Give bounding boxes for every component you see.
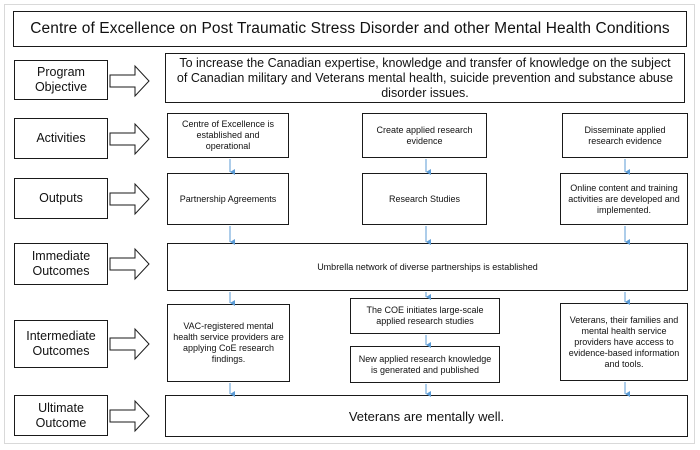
ultimate-outcome-box: Veterans are mentally well. (165, 395, 688, 437)
activity-box: Disseminate applied research evidence (562, 113, 688, 158)
output-box: Online content and training activities a… (560, 173, 688, 225)
row-label-program-objective: Program Objective (14, 60, 108, 100)
row-label-activities: Activities (14, 118, 108, 159)
right-arrow-icon (109, 122, 150, 156)
activity-box: Create applied research evidence (362, 113, 487, 158)
row-label-ultimate-outcome: Ultimate Outcome (14, 395, 108, 436)
right-arrow-icon (109, 327, 150, 361)
row-label-intermediate-outcomes: Intermediate Outcomes (14, 320, 108, 368)
right-arrow-icon (109, 399, 150, 433)
diagram-frame (4, 4, 695, 444)
intermediate-outcome-box: The COE initiates large-scale applied re… (350, 298, 500, 334)
intermediate-outcome-box: VAC-registered mental health service pro… (167, 304, 290, 382)
output-box: Research Studies (362, 173, 487, 225)
program-objective-box: To increase the Canadian expertise, know… (165, 53, 685, 103)
right-arrow-icon (109, 64, 150, 98)
right-arrow-icon (109, 247, 150, 281)
row-label-outputs: Outputs (14, 178, 108, 219)
row-label-immediate-outcomes: Immediate Outcomes (14, 243, 108, 285)
output-box: Partnership Agreements (167, 173, 289, 225)
intermediate-outcome-box: New applied research knowledge is genera… (350, 346, 500, 383)
activity-box: Centre of Excellence is established and … (167, 113, 289, 158)
intermediate-outcome-box: Veterans, their families and mental heal… (560, 303, 688, 381)
diagram-title: Centre of Excellence on Post Traumatic S… (13, 11, 687, 47)
right-arrow-icon (109, 182, 150, 216)
